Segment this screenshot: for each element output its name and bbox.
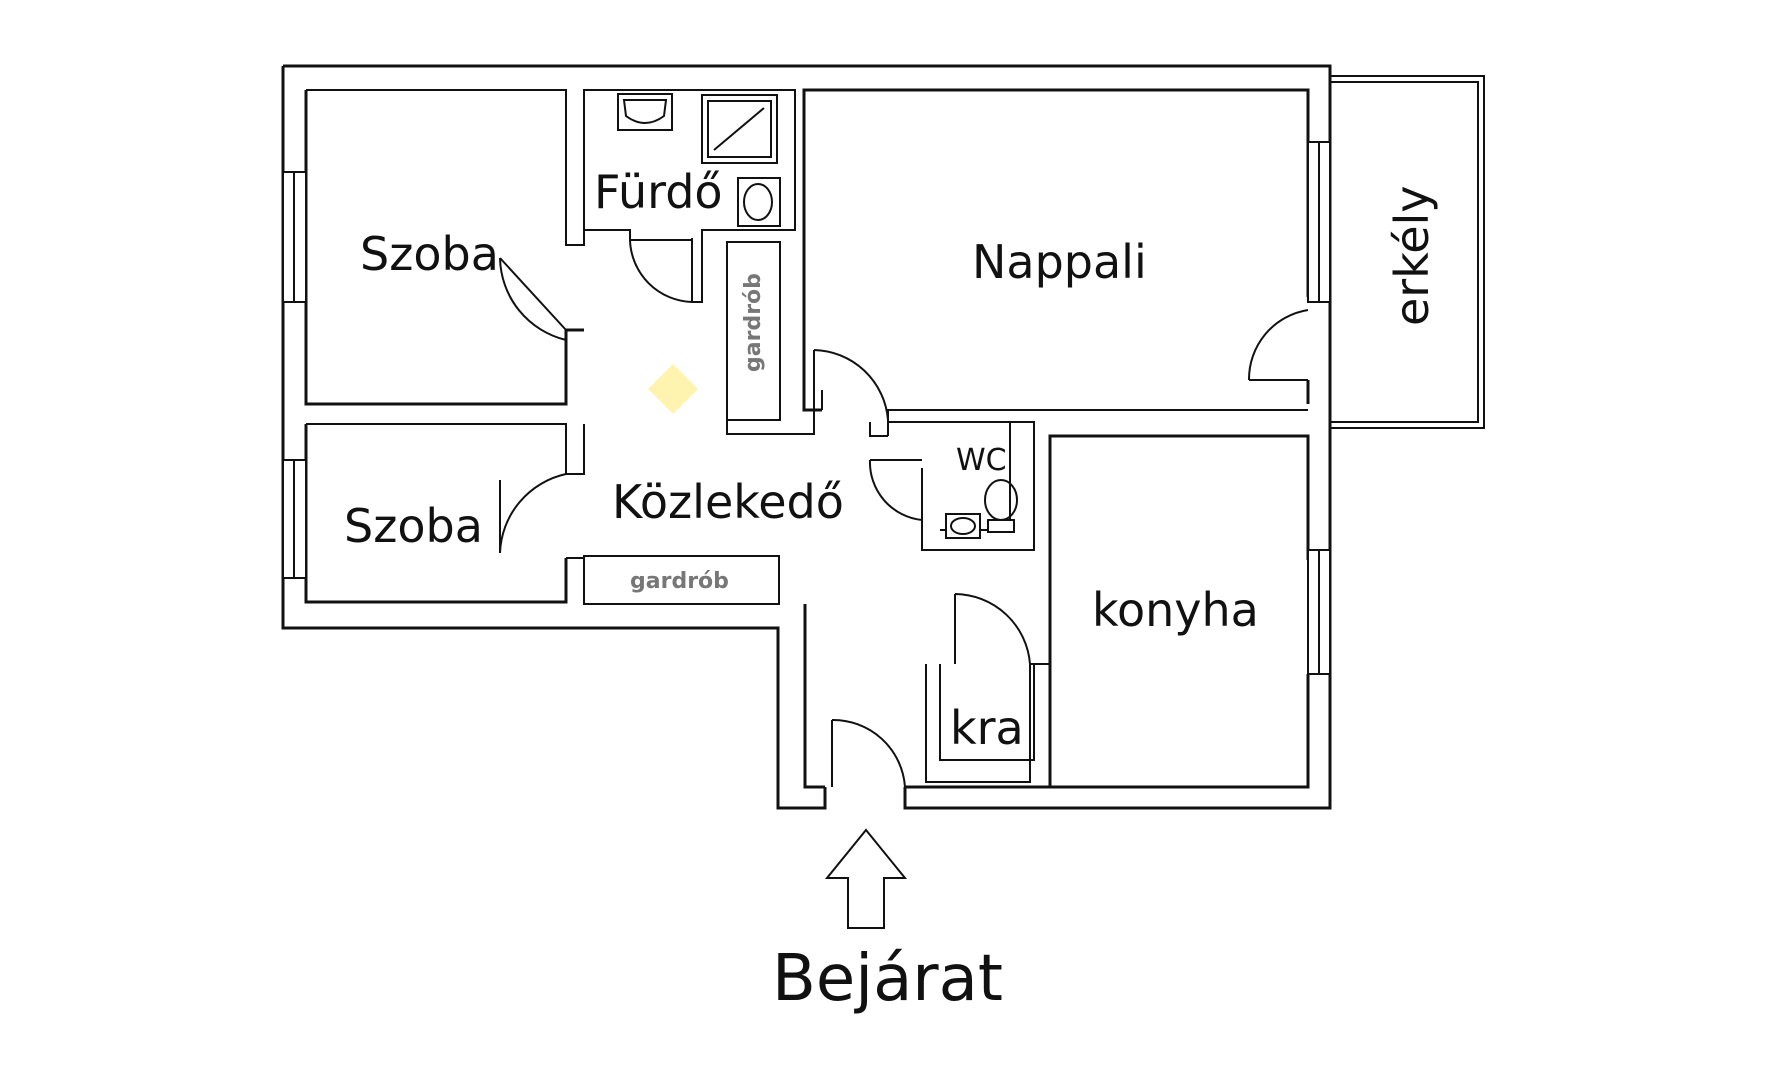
outer-walls [281, 64, 1332, 810]
room-label-konyha: konyha [1092, 583, 1259, 637]
room-label-szoba1: Szoba [360, 227, 499, 281]
room-label-erkely: erkély [1385, 185, 1439, 326]
door-nappali [813, 349, 889, 421]
up-arrow-icon [824, 828, 908, 929]
door-szoba1 [499, 257, 567, 341]
door-kamra [954, 593, 1031, 665]
room-label-szoba2: Szoba [344, 499, 483, 553]
door-entrance [831, 718, 906, 788]
sink-icon [945, 513, 981, 539]
sink-icon [737, 177, 781, 227]
windows [282, 141, 1331, 675]
room-label-kra: kra [950, 701, 1024, 755]
door-szoba2 [499, 473, 567, 554]
door-wc [868, 459, 923, 521]
closet-label-horizontal: gardrób [630, 569, 729, 594]
door-furdo [629, 238, 693, 303]
sink-icon [617, 93, 673, 131]
fixtures [617, 93, 1018, 539]
watermark [648, 364, 698, 414]
room-label-furdo: Fürdő [594, 165, 723, 219]
closet-label-vertical: gardrób [741, 273, 766, 372]
toilet-icon [984, 479, 1018, 533]
door-erkely [1247, 309, 1309, 381]
entrance-label: Bejárat [772, 942, 1003, 1016]
room-label-nappali: Nappali [972, 235, 1147, 289]
balcony [1330, 75, 1485, 429]
shower-icon [701, 94, 778, 164]
room-label-kozlekedo: Közlekedő [612, 475, 844, 529]
doors [499, 238, 1309, 788]
room-label-wc: WC [956, 443, 1007, 478]
